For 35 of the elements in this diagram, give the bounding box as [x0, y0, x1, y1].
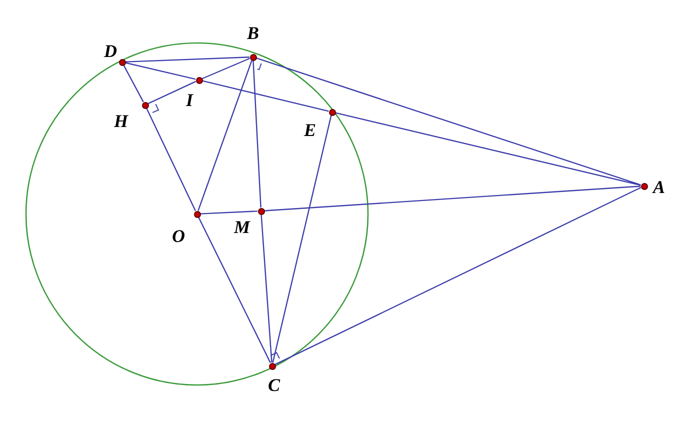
line-segment: [260, 214, 272, 363]
line-segment: [256, 58, 641, 186]
point: [250, 54, 256, 60]
point-label: B: [247, 24, 260, 42]
point: [328, 108, 336, 116]
point-label: E: [304, 121, 316, 139]
line-segment: [146, 108, 196, 212]
point: [118, 58, 126, 66]
point-label: H: [114, 112, 128, 130]
line-segment: [125, 56, 250, 62]
line-segment: [264, 186, 641, 212]
point-label: A: [653, 178, 666, 196]
line-segment: [123, 64, 144, 102]
line-segment: [252, 60, 262, 208]
line-segment: [200, 210, 258, 214]
line-segment: [274, 186, 642, 366]
line-segment: [198, 216, 271, 364]
point-label: I: [186, 91, 194, 109]
line-segment: [125, 62, 196, 80]
point: [194, 210, 200, 218]
line-segment: [198, 60, 252, 211]
line-segment: [202, 80, 329, 112]
point: [268, 362, 276, 370]
point: [258, 208, 264, 214]
line-segment: [335, 112, 641, 186]
line-segment: [202, 58, 250, 80]
point: [142, 102, 148, 108]
point-label: D: [104, 42, 117, 60]
point: [640, 182, 648, 190]
line-segment: [272, 115, 332, 363]
point: [196, 76, 202, 84]
point-label: O: [172, 227, 185, 245]
line-segment: [148, 80, 196, 104]
point-label: C: [268, 376, 280, 394]
point-label: M: [234, 218, 250, 236]
